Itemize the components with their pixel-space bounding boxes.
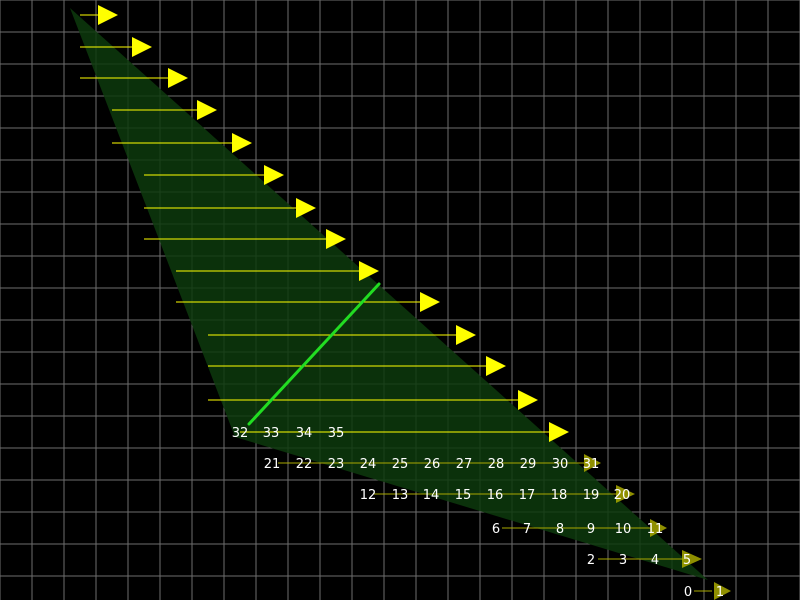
cell-label: 35: [328, 426, 345, 441]
arrow-head-icon: [518, 390, 538, 410]
cell-label: 27: [456, 457, 473, 472]
cell-label: 1: [716, 585, 724, 600]
cell-label: 9: [587, 522, 595, 537]
cell-label: 7: [523, 522, 531, 537]
arrow-head-icon: [132, 37, 152, 57]
cell-label: 15: [455, 488, 472, 503]
cell-label: 31: [583, 457, 600, 472]
cell-label: 17: [519, 488, 536, 503]
cell-label: 20: [614, 488, 631, 503]
cell-label: 8: [556, 522, 564, 537]
arrow-head-icon: [326, 229, 346, 249]
arrow-head-icon: [168, 68, 188, 88]
cell-label: 18: [551, 488, 568, 503]
row-arrow-head-icon: [714, 582, 731, 600]
cell-label: 25: [392, 457, 409, 472]
cell-label: 34: [296, 426, 313, 441]
cell-label: 13: [392, 488, 409, 503]
cell-label: 32: [232, 426, 249, 441]
cell-label: 33: [263, 426, 280, 441]
cell-label: 3: [619, 553, 627, 568]
arrow-head-icon: [456, 325, 476, 345]
cell-label: 26: [424, 457, 441, 472]
cell-label: 5: [683, 553, 691, 568]
cell-label: 23: [328, 457, 345, 472]
cell-label: 2: [587, 553, 595, 568]
arrow-head-icon: [296, 198, 316, 218]
cell-label: 19: [583, 488, 600, 503]
cell-label: 12: [360, 488, 377, 503]
green-segment: [247, 282, 381, 426]
cell-label: 28: [488, 457, 505, 472]
arrow-head-icon: [232, 133, 252, 153]
cell-label: 4: [651, 553, 659, 568]
cell-label: 10: [615, 522, 632, 537]
arrows: [80, 5, 569, 442]
row-arrow-head-icon: [584, 454, 601, 472]
row-arrow-head-icon: [616, 485, 635, 503]
cell-label: 30: [552, 457, 569, 472]
cell-label: 24: [360, 457, 377, 472]
cell-label: 16: [487, 488, 504, 503]
arrow-head-icon: [549, 422, 569, 442]
row-arrow-head-icon: [682, 550, 702, 568]
cell-label: 0: [684, 585, 692, 600]
arrow-head-icon: [264, 165, 284, 185]
triangle-region: [70, 8, 708, 580]
cell-label: 6: [492, 522, 500, 537]
cell-label: 29: [520, 457, 537, 472]
arrow-head-icon: [486, 356, 506, 376]
cell-label: 14: [423, 488, 440, 503]
arrow-head-icon: [197, 100, 217, 120]
cell-label: 11: [647, 522, 664, 537]
cell-label: 22: [296, 457, 313, 472]
arrow-head-icon: [359, 261, 379, 281]
row-arrow-head-icon: [650, 519, 667, 537]
arrow-head-icon: [98, 5, 118, 25]
arrow-head-icon: [420, 292, 440, 312]
cell-label: 21: [264, 457, 281, 472]
